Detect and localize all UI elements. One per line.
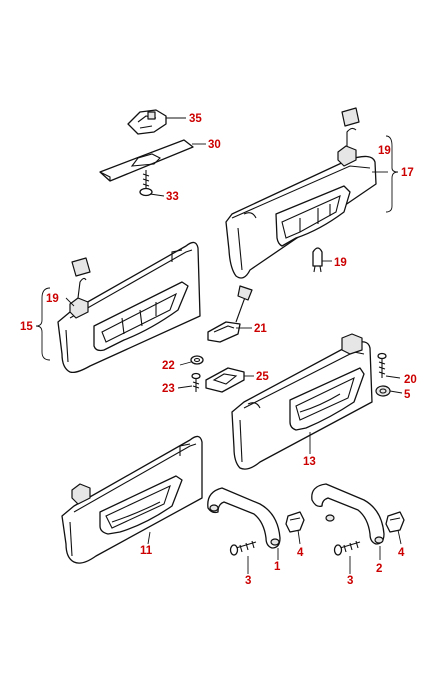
callout-33: 33 (166, 191, 179, 203)
connector-17 (341, 107, 360, 146)
nut-part-5 (375, 385, 391, 397)
callout-17: 17 (401, 167, 414, 179)
callout-3-right: 3 (347, 575, 353, 587)
clip-part-4a (285, 511, 305, 533)
sun-visor-17 (225, 145, 377, 279)
sun-visor-15 (57, 241, 201, 374)
grab-handle-1 (207, 487, 281, 549)
callout-23: 23 (162, 383, 175, 395)
lens-part-25 (205, 367, 245, 393)
clip-part-35 (127, 109, 167, 135)
callout-19-top: 19 (378, 145, 391, 157)
callout-13: 13 (303, 456, 316, 468)
callout-15: 15 (20, 321, 33, 333)
screw-part-3a (229, 540, 257, 556)
callout-22: 22 (162, 360, 175, 372)
callout-3-left: 3 (245, 575, 251, 587)
clip-part-4b (385, 511, 405, 533)
callout-25: 25 (256, 371, 269, 383)
lamp-part-21 (207, 285, 253, 343)
sun-visor-11 (61, 435, 203, 564)
callout-21: 21 (254, 323, 267, 335)
callout-4-right: 4 (398, 547, 405, 559)
callouts: 35 30 33 19 17 19 19 15 21 22 25 23 20 5… (20, 113, 417, 587)
callout-20: 20 (404, 374, 417, 386)
sun-visor-13 (231, 333, 373, 470)
callout-2: 2 (376, 563, 382, 575)
clip-part-22 (190, 355, 204, 365)
cover-part-30 (99, 139, 194, 182)
callout-5: 5 (404, 389, 411, 401)
bulb-19 (312, 247, 323, 273)
callout-1: 1 (274, 561, 281, 573)
mount-19-left (69, 257, 91, 319)
callout-35: 35 (189, 113, 202, 125)
screw-part-3b (333, 540, 361, 556)
callout-30: 30 (208, 139, 221, 151)
callout-19-bulb: 19 (334, 257, 347, 269)
leader-lines (35, 117, 403, 574)
grab-handle-2 (311, 483, 385, 545)
screw-part-33 (139, 170, 153, 197)
callout-11: 11 (140, 545, 153, 557)
screw-part-23 (191, 372, 201, 392)
bolt-part-20 (377, 352, 387, 378)
callout-19-left: 19 (46, 293, 59, 305)
callout-4-left: 4 (297, 547, 304, 559)
